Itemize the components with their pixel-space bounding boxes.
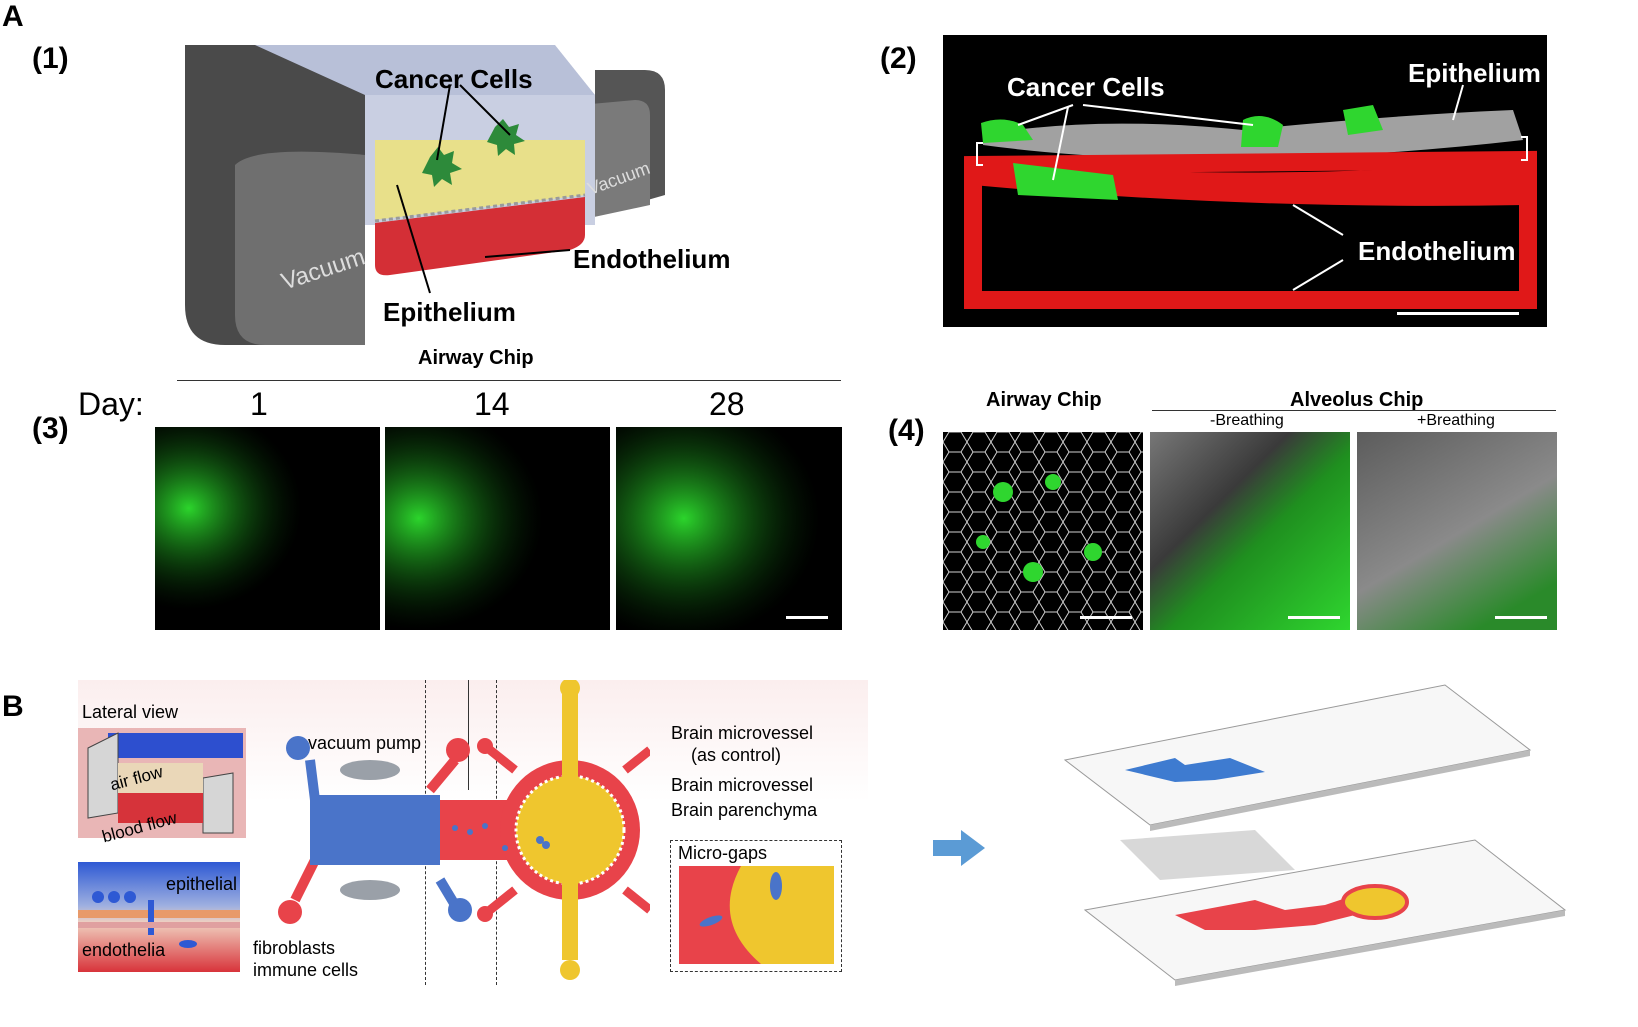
right-arrow-icon xyxy=(933,830,985,866)
endothelia-label: endothelia xyxy=(82,940,166,960)
exploded-chip-layers xyxy=(1055,680,1638,1000)
day-label: Day: xyxy=(78,386,144,422)
chip-schematic xyxy=(165,45,765,345)
micrograph-alveolus-minus xyxy=(1150,432,1350,630)
micrograph-day-28 xyxy=(616,427,842,630)
header-rule-3 xyxy=(177,380,841,381)
micrograph-alveolus-plus xyxy=(1357,432,1557,630)
panel-a3-label: (3) xyxy=(32,412,69,445)
plus-breathing-label: +Breathing xyxy=(1417,412,1495,429)
day-28-label: 28 xyxy=(709,386,745,422)
micrograph-airway xyxy=(943,432,1143,630)
vacuum-pump-label: vacuum pump xyxy=(308,733,422,753)
brain-chip-diagram xyxy=(270,680,650,985)
day-14-label: 14 xyxy=(474,386,510,422)
label-endothelium-2: Endothelium xyxy=(1358,236,1516,266)
immune-cells-label: immune cells xyxy=(253,960,359,980)
brain-microvessel-label: Brain microvessel xyxy=(671,775,814,795)
minus-breathing-label: -Breathing xyxy=(1210,412,1284,429)
fibroblasts-label: fibroblasts xyxy=(253,938,336,958)
micro-gaps-inset xyxy=(670,840,842,972)
scale-bar-3 xyxy=(786,616,828,619)
scale-bar-2 xyxy=(1397,312,1519,315)
brain-microvessel-control-label: Brain microvessel xyxy=(671,723,814,743)
confocal-cross-section xyxy=(943,35,1547,327)
as-control-label: (as control) xyxy=(691,745,782,765)
label-epithelium-2: Epithelium xyxy=(1408,58,1541,88)
micro-gaps-label: Micro-gaps xyxy=(678,843,768,863)
scale-bar-4a xyxy=(1080,616,1132,619)
panel-a-letter: A xyxy=(2,0,24,33)
alveolus-chip-header: Alveolus Chip xyxy=(1290,389,1424,411)
epithelial-label: epithelial xyxy=(166,874,238,894)
label-epithelium-1: Epithelium xyxy=(383,297,516,327)
airway-chip-header-3: Airway Chip xyxy=(418,347,534,369)
day-1-label: 1 xyxy=(250,386,268,422)
panel-a1-label: (1) xyxy=(32,42,69,75)
label-cancer-cells-1: Cancer Cells xyxy=(375,64,533,94)
micrograph-day-1 xyxy=(155,427,380,630)
header-rule-4 xyxy=(1152,410,1556,411)
brain-parenchyma-label: Brain parenchyma xyxy=(671,800,818,820)
scale-bar-4c xyxy=(1495,616,1547,619)
panel-b-letter: B xyxy=(2,690,24,723)
panel-a4-label: (4) xyxy=(888,414,925,447)
label-cancer-cells-2: Cancer Cells xyxy=(1007,72,1165,102)
lateral-view-inset xyxy=(78,728,246,838)
panel-a2-label: (2) xyxy=(880,42,917,75)
scale-bar-4b xyxy=(1288,616,1340,619)
lateral-view-label: Lateral view xyxy=(82,702,179,722)
label-endothelium-1: Endothelium xyxy=(573,244,731,274)
cell-layer-inset xyxy=(78,862,240,972)
micrograph-day-14 xyxy=(385,427,610,630)
airway-chip-header-4: Airway Chip xyxy=(986,389,1102,411)
solid-divider xyxy=(468,680,469,790)
